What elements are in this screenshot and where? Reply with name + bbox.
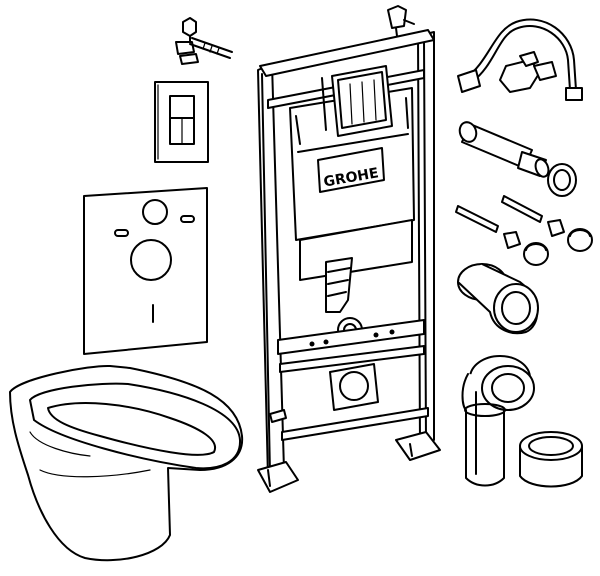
supply-hose-with-valve (457, 18, 583, 101)
waste-pipe-elbow (461, 355, 535, 487)
installation-frame: GROHE (257, 5, 441, 493)
fixing-bolts-set (455, 195, 593, 266)
wall-hung-wc-bowl (9, 364, 244, 562)
sound-insulation-mat (83, 187, 208, 355)
flush-pipe-and-seals (458, 121, 577, 197)
flush-plate (154, 81, 209, 163)
wall-anchor-bolts (175, 17, 233, 65)
connector-sleeve (457, 263, 539, 335)
end-cap (519, 431, 583, 488)
